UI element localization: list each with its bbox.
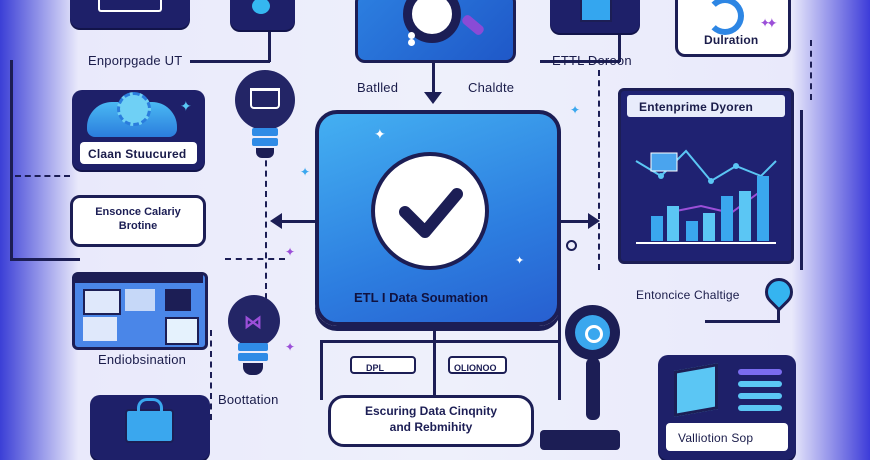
ensuring-line1: Escuring Data Cinqnity (364, 404, 498, 418)
dashed-connector (810, 40, 812, 100)
connector-line (555, 220, 590, 223)
connector-line (705, 320, 780, 323)
connector-line (10, 60, 13, 260)
connector-line (320, 340, 323, 400)
bar-a: DPL (350, 356, 416, 374)
connector-line (800, 110, 803, 270)
chaldte-label: Chaldte (468, 80, 515, 95)
bootlation-label: Boottation (218, 392, 279, 407)
magnifier-card (355, 0, 516, 63)
connector-line (268, 0, 271, 62)
top-small-card (230, 0, 295, 30)
duration-card: ✦ Dulration (675, 0, 791, 57)
clean-structured-card: ✦ Claan Stuucured (72, 90, 205, 170)
bulb-icon (228, 295, 280, 347)
bar-a-label: DPL (366, 363, 384, 373)
connector-line (10, 258, 80, 261)
bar-b: OLIONOO (448, 356, 507, 374)
etl-data-title: ETL I Data Soumation (354, 290, 489, 305)
enterprise-dyoren-label: Entenprime Dyoren (639, 100, 754, 114)
bulb-icon (235, 70, 295, 130)
enterprise-challenge-label: Entoncice Chaltige (636, 288, 740, 302)
cube-icon (580, 0, 612, 22)
connector-line (190, 60, 270, 63)
check-icon (371, 152, 489, 270)
chart-card: Entenprime Dyoren (618, 88, 794, 264)
sparkle-icon: ✦ (760, 16, 771, 30)
validation-step-label: Valliotion Sop (678, 431, 754, 445)
ensuring-quality-box: Escuring Data Cinqnity and Rebmihity (328, 395, 534, 447)
ensure-quality-line2: Brotine (118, 220, 158, 232)
sparkle-icon: ✦ (570, 103, 581, 117)
ensuring-line2: and Rebmihity (389, 420, 473, 434)
clean-structured-label: Claan Stuucured (88, 147, 187, 161)
connector-line (433, 318, 436, 398)
sparkle-icon: ✦ (285, 245, 296, 259)
arrow-left-icon (270, 213, 282, 229)
ensure-quality-box: Ensonce Calariy Brotine (70, 195, 206, 247)
sparkle-icon: ✦ (300, 165, 311, 179)
dashed-connector (225, 258, 285, 260)
etl-button-label: ETTL Doroon (552, 53, 632, 68)
top-left-card (70, 0, 190, 28)
cube-card (550, 0, 640, 33)
cart-icon (250, 88, 280, 109)
validation-card: Valliotion Sop (658, 355, 796, 460)
ensure-quality-line1: Ensonce Calariy (95, 206, 181, 218)
arrow-down-icon (424, 92, 442, 104)
connector-line (432, 50, 435, 100)
connector-line (280, 220, 320, 223)
bag-icon (125, 409, 174, 443)
magnifier-icon (403, 0, 461, 43)
endiobsnation-label: Endiobsination (98, 352, 187, 367)
magnifier-icon (565, 305, 620, 360)
connector-line (558, 300, 561, 400)
dashboard-card (72, 272, 208, 350)
etl-main-card: ✦ ✦ ETL I Data Soumation (315, 110, 561, 326)
arrow-right-icon (588, 213, 600, 229)
bag-card (90, 395, 210, 460)
duration-label: Dulration (704, 33, 759, 47)
cube-icon (674, 363, 718, 417)
dashed-connector (598, 70, 600, 270)
dashed-connector (265, 140, 267, 340)
location-pin-icon (759, 272, 799, 312)
connector-line (320, 340, 560, 343)
enterprise-ui-label: Enporpgade UT (88, 53, 183, 68)
connector-line (540, 60, 620, 63)
dot (566, 240, 577, 251)
dashed-connector (15, 175, 70, 177)
batled-label: Batlled (357, 80, 399, 95)
chart-icon (631, 121, 781, 251)
dot (408, 32, 415, 39)
bar-b-label: OLIONOO (454, 363, 497, 373)
dashed-connector (210, 330, 212, 420)
